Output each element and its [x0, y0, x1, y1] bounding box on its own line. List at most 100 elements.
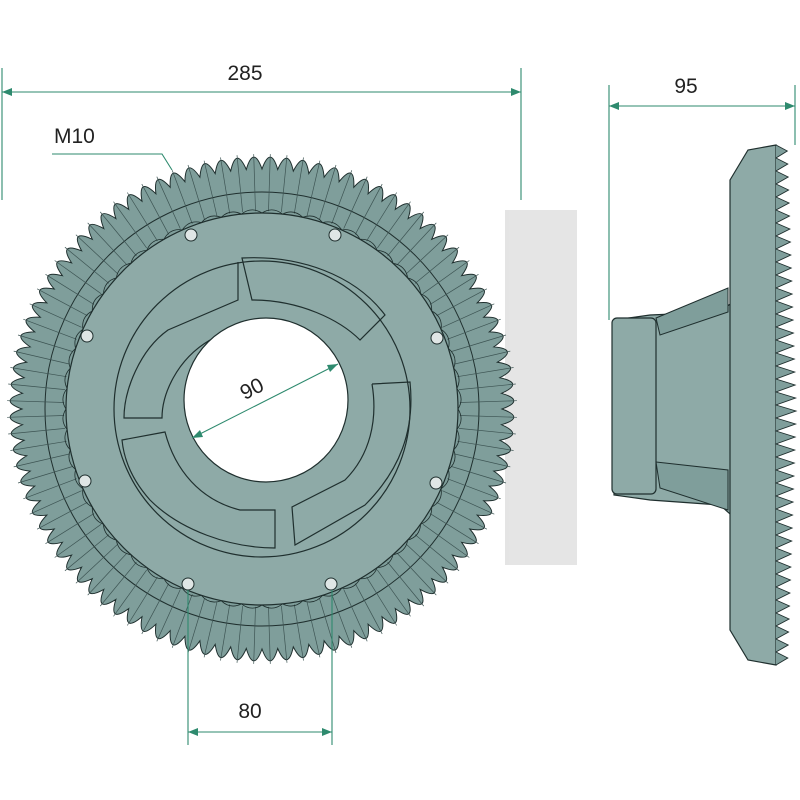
gear-ridge — [87, 553, 127, 596]
gear-ridge — [429, 513, 479, 544]
gear-ridge — [141, 583, 170, 635]
gear-ridge — [459, 400, 517, 403]
gear-ridge — [451, 334, 507, 352]
side-hub-front — [611, 317, 657, 495]
front-view — [7, 154, 517, 664]
gear-ridge — [319, 598, 337, 654]
gear-ridge — [17, 466, 73, 484]
gear-ridge — [447, 478, 501, 500]
gear-ridge — [343, 176, 368, 229]
gear-ridge — [458, 383, 516, 390]
gear-ridge — [8, 383, 66, 390]
gear-ridge — [220, 604, 231, 661]
gear-ridge — [23, 318, 77, 340]
gear-ridge — [397, 553, 437, 596]
gear-ridge — [17, 334, 73, 352]
gear-ridge — [45, 513, 95, 544]
gear-ridge — [268, 154, 271, 212]
gear-ridge — [54, 524, 102, 558]
gear-ridge — [29, 303, 82, 328]
gear-ridge — [429, 274, 479, 305]
side-rib-bottom — [655, 461, 729, 511]
gear-ridge — [422, 524, 470, 558]
gear-ridge — [156, 589, 181, 642]
gear-ridge — [331, 594, 353, 648]
gear-ridge — [436, 501, 488, 530]
gear-ridge — [29, 490, 82, 515]
gear-ridge — [220, 157, 231, 214]
gear-ridge-lines — [7, 154, 517, 664]
hub-segments — [121, 257, 412, 549]
gear-ridge — [253, 606, 256, 664]
gear-ridge — [36, 501, 88, 530]
gear-ridge — [454, 453, 511, 468]
gear-ridge — [13, 453, 70, 468]
gear-ridge — [127, 576, 158, 626]
gear-ridge — [113, 201, 147, 249]
gear-ridge — [10, 367, 67, 378]
gear-ridge — [422, 260, 470, 294]
gear-ridge — [54, 260, 102, 294]
gear-ridge — [99, 211, 137, 257]
gear-ridge — [377, 201, 411, 249]
gear-ridge — [293, 157, 304, 214]
gear-ridge — [23, 478, 77, 500]
gear-ridge — [281, 605, 288, 663]
side-tooth-profile — [774, 144, 798, 666]
gear-ridge — [171, 594, 193, 648]
bolt-holes — [78, 228, 444, 591]
gear-ridge — [156, 176, 181, 229]
gear-ridge — [306, 160, 321, 217]
bolt-hole — [324, 577, 338, 591]
scallop-outline — [62, 209, 462, 609]
gear-ridge — [171, 170, 193, 224]
gear-ridge — [377, 569, 411, 617]
gear-ridge — [343, 589, 368, 642]
gear-ridge — [253, 154, 256, 212]
gear-ridge — [447, 318, 501, 340]
gear-ridge — [387, 561, 425, 607]
gear-ridge — [127, 192, 158, 242]
dimension-overall-diameter: 285 — [227, 62, 262, 85]
dimension-bolt-spacing: 80 — [238, 700, 261, 723]
gear-ridge — [451, 466, 507, 484]
gear-ridge — [203, 160, 218, 217]
gear-ridge — [306, 601, 321, 658]
side-teeth — [774, 144, 798, 666]
gear-ridge — [406, 234, 449, 274]
gear-ridge — [354, 183, 383, 235]
gear-ridge — [7, 415, 65, 418]
thread-leader-line — [52, 153, 173, 171]
gear-ridge — [319, 164, 337, 220]
side-view — [611, 144, 798, 666]
gear-ridge — [113, 569, 147, 617]
gear-ridge — [414, 246, 460, 284]
gear-ridge — [293, 604, 304, 661]
gear-ridge — [331, 170, 353, 224]
bolt-hole — [328, 228, 342, 242]
gear-ridge — [7, 400, 65, 403]
gear-ridge — [442, 490, 495, 515]
gear-ridge — [187, 598, 205, 654]
gear-ridge — [366, 576, 397, 626]
gear-ridge — [442, 303, 495, 328]
gear-ridge — [459, 415, 517, 418]
gear-ridge — [268, 606, 271, 664]
side-rib-top — [655, 287, 729, 336]
gear-ridge — [87, 222, 127, 265]
gear-ridge — [281, 155, 288, 213]
thread-label: M10 — [54, 125, 95, 148]
gear-ridge — [45, 274, 95, 305]
side-disc — [729, 144, 777, 666]
gear-ridge — [64, 246, 110, 284]
dimension-width: 95 — [674, 75, 697, 98]
gear-ridge — [36, 288, 88, 317]
inner-scallop-edge — [62, 209, 462, 609]
gear-ridge — [75, 544, 118, 584]
bolt-hole — [184, 228, 198, 242]
gear-ridge — [457, 440, 514, 451]
bolt-hole — [78, 474, 92, 488]
gear-ridge — [10, 440, 67, 451]
gear-ridge — [64, 534, 110, 572]
